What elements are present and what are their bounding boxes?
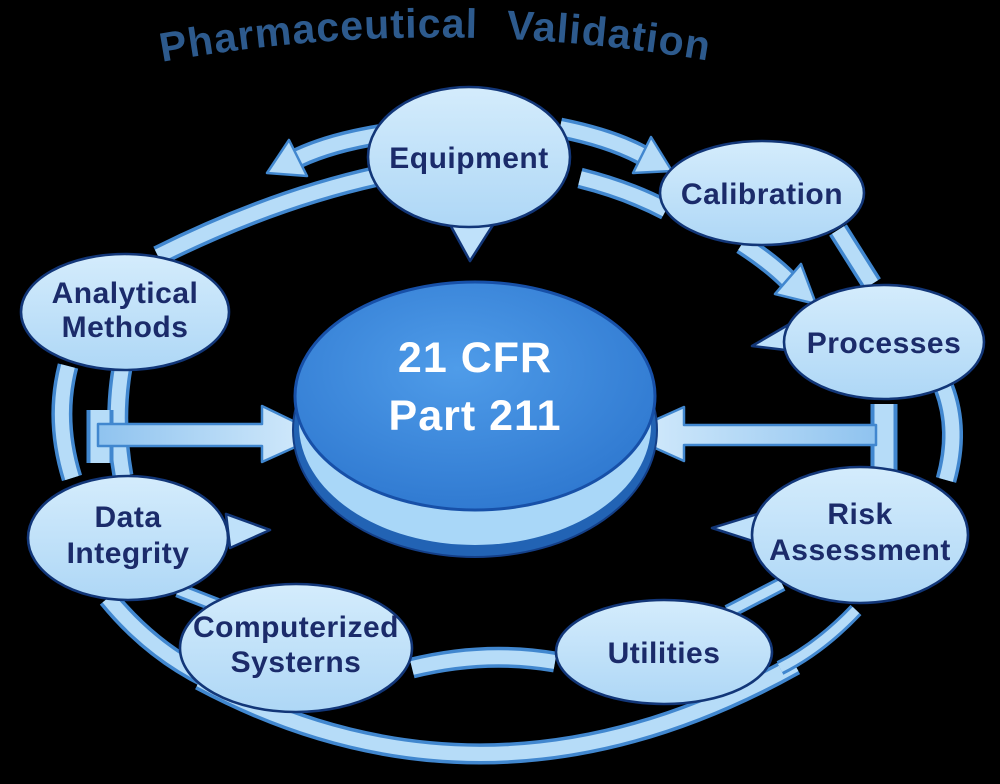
arrowhead-into-calibration bbox=[631, 135, 674, 175]
bubble-analytical-methods: Analytical Methods bbox=[19, 252, 231, 372]
data-integrity-label-line2: Integrity bbox=[67, 537, 190, 570]
computerized-systems-ellipse bbox=[178, 582, 414, 714]
right-arrow-into-center bbox=[622, 405, 878, 463]
utilities-ellipse bbox=[554, 598, 774, 706]
bubble-risk-assessment: Risk Assessment bbox=[710, 465, 970, 605]
bubble-processes: Processes bbox=[750, 283, 986, 401]
arrowhead-into-processes bbox=[773, 262, 818, 306]
bubble-computerized-systems: Computerized Systerns bbox=[178, 582, 414, 714]
center-label-line1: 21 CFR bbox=[398, 334, 552, 382]
risk-assessment-label-line1: Risk bbox=[827, 498, 892, 531]
utilities-label: Utilities bbox=[608, 637, 721, 670]
bubble-calibration: Calibration bbox=[658, 139, 866, 247]
left-arrow-into-center bbox=[96, 404, 324, 464]
processes-ellipse bbox=[782, 283, 986, 401]
bubble-equipment: Equipment bbox=[366, 85, 572, 263]
page-title: Pharmaceutical Validation bbox=[156, 0, 715, 70]
equipment-label: Equipment bbox=[389, 142, 549, 175]
data-integrity-label-line1: Data bbox=[94, 501, 161, 534]
computerized-systems-label-line1: Computerized bbox=[193, 611, 399, 644]
center-disc: 21 CFR Part 211 bbox=[292, 280, 658, 558]
equipment-ellipse bbox=[366, 85, 572, 229]
data-integrity-ellipse bbox=[26, 474, 230, 602]
processes-label: Processes bbox=[807, 327, 962, 360]
analytical-methods-ellipse bbox=[19, 252, 231, 372]
disc-face bbox=[293, 280, 657, 512]
risk-assessment-ellipse bbox=[750, 465, 970, 605]
arrowhead-toward-analytical-methods bbox=[265, 138, 309, 178]
analytical-methods-label-line1: Analytical bbox=[52, 277, 199, 310]
center-label-line2: Part 211 bbox=[389, 392, 562, 440]
analytical-methods-label-line2: Methods bbox=[62, 311, 189, 344]
data-integrity-tail bbox=[224, 512, 272, 550]
calibration-ellipse bbox=[658, 139, 866, 247]
bubble-data-integrity: Data Integrity bbox=[26, 474, 272, 602]
bubble-utilities: Utilities bbox=[554, 598, 774, 706]
computerized-systems-label-line2: Systerns bbox=[231, 646, 362, 679]
risk-assessment-label-line2: Assessment bbox=[769, 534, 951, 567]
calibration-label: Calibration bbox=[681, 178, 843, 211]
